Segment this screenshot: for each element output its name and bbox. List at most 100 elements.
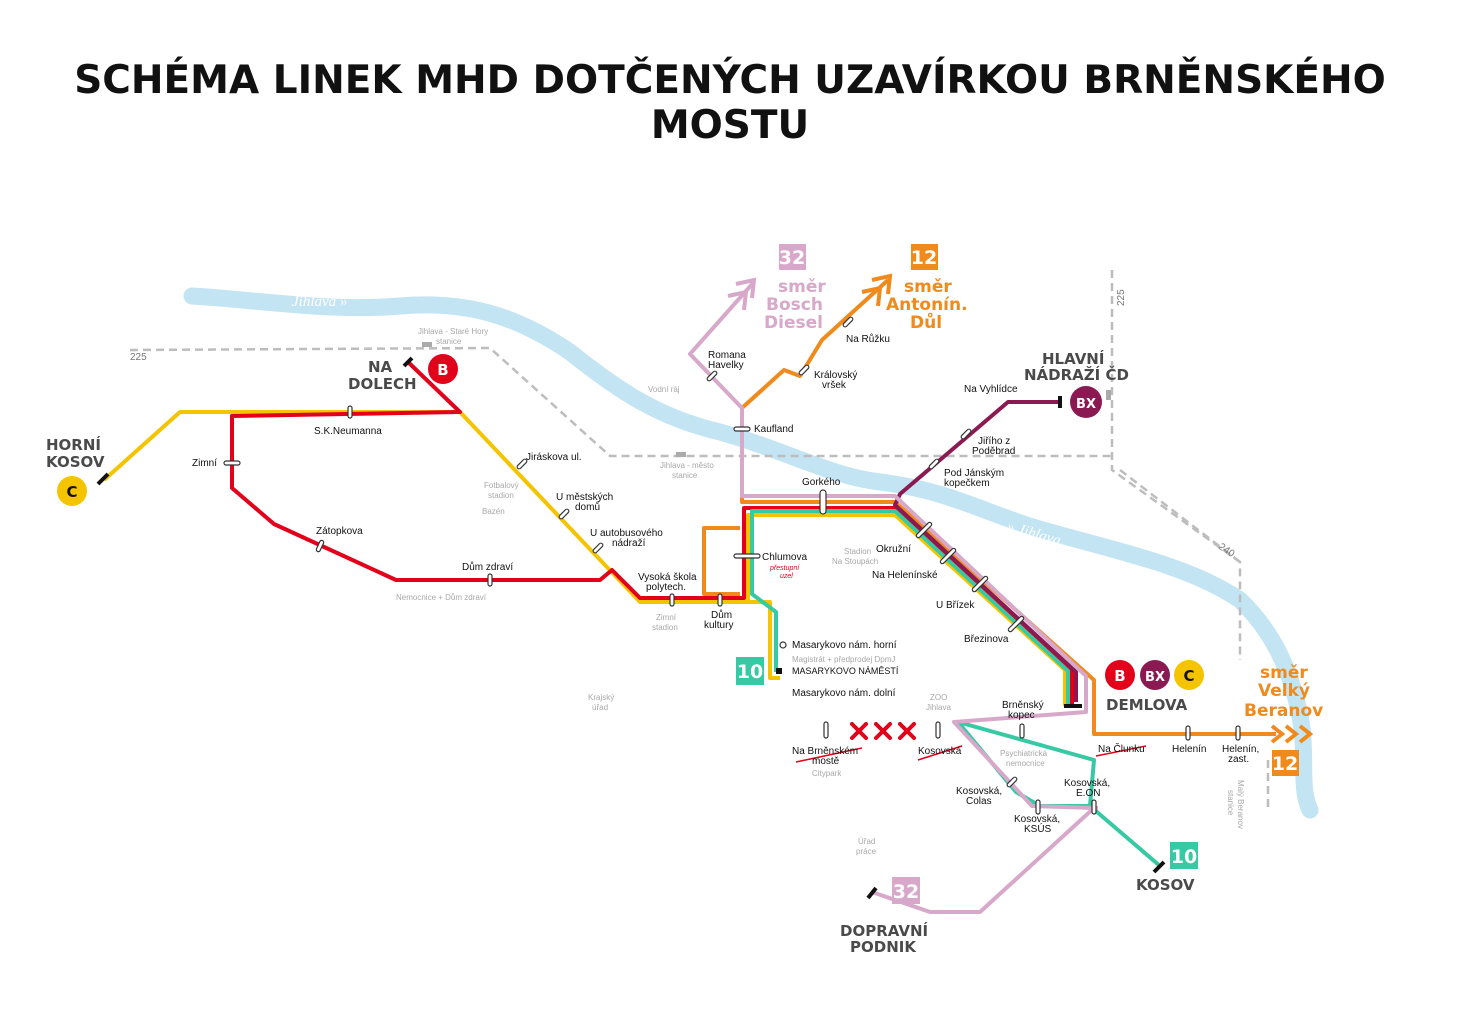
stop-jiriho-1: Jiřího z bbox=[978, 436, 1010, 447]
stop-na-ruzku: Na Růžku bbox=[846, 333, 890, 345]
stop-jiraskova: Jiráskova ul. bbox=[526, 452, 582, 463]
terminal-na-dolech-2: DOLECH bbox=[348, 375, 417, 393]
arrow-12-east-icon bbox=[1270, 724, 1314, 744]
masaryk-terminal bbox=[776, 668, 782, 674]
station-building-icon bbox=[1106, 390, 1111, 400]
stop-romana-1: Romana bbox=[708, 350, 746, 361]
stop-brnensky-1: Brněnský bbox=[1002, 700, 1044, 711]
river-label-1: Jihlava » bbox=[292, 294, 347, 310]
line-10-south bbox=[957, 720, 1162, 868]
terminal-horni-kosov-1: HORNÍ bbox=[46, 435, 101, 454]
terminal-dp-1: DOPRAVNÍ bbox=[840, 921, 929, 940]
landmark-maly-2: stanice bbox=[1226, 790, 1235, 816]
dir-32-1: směr bbox=[778, 277, 826, 297]
stop-kosovska-ksus-2: KSÚS bbox=[1024, 822, 1052, 835]
dir-12b-2: Velký bbox=[1258, 681, 1310, 701]
svg-text:32: 32 bbox=[779, 247, 805, 269]
line-32-route bbox=[688, 280, 1096, 914]
stop-kosovska-eon-2: E.ON bbox=[1076, 788, 1100, 799]
landmark-psych-2: nemocnice bbox=[1006, 759, 1045, 768]
dir-12a-3: Důl bbox=[910, 311, 942, 333]
stop-okruzni: Okružní bbox=[876, 544, 911, 555]
svg-text:12: 12 bbox=[911, 247, 937, 269]
landmark-krajsky-1: Krajský bbox=[588, 693, 614, 702]
stop-zatopkova: Zátopkova bbox=[316, 526, 363, 537]
stop-masaryk-horni: Masarykovo nám. horní bbox=[792, 640, 897, 651]
landmark-fotbal-2: stadion bbox=[488, 491, 514, 500]
landmark-psych-1: Psychiatrická bbox=[1000, 749, 1048, 758]
stop-vysoka-2: polytech. bbox=[646, 582, 686, 593]
landmark-bazen: Bazén bbox=[482, 507, 505, 516]
dir-12a-2: Antonín. bbox=[886, 295, 968, 315]
badge-32-dp: 32 bbox=[892, 877, 920, 904]
stop-u-autobus-1: U autobusového bbox=[590, 528, 663, 539]
badge-12-east: 12 bbox=[1272, 750, 1299, 776]
svg-text:32: 32 bbox=[893, 881, 919, 903]
road-225-east: 225 bbox=[1116, 289, 1127, 306]
stop-na-heleninske: Na Helenínské bbox=[872, 570, 938, 581]
svg-text:BX: BX bbox=[1145, 670, 1165, 685]
badge-10-masaryk: 10 bbox=[736, 657, 764, 685]
terminal-demlova: DEMLOVA bbox=[1106, 696, 1188, 714]
dir-12a-1: směr bbox=[904, 277, 952, 297]
landmark-zimni-1: Zimní bbox=[656, 613, 677, 622]
landmark-stadion-2: Na Stoupách bbox=[832, 557, 878, 566]
svg-text:C: C bbox=[66, 483, 77, 501]
stop-markers bbox=[223, 316, 1241, 815]
stop-kosovska-eon-1: Kosovská, bbox=[1064, 778, 1110, 789]
jihlava-river bbox=[183, 287, 1319, 819]
arrow-12-north-icon bbox=[861, 273, 893, 307]
landmark-urad-1: Úřad bbox=[858, 837, 875, 846]
line-12-loop bbox=[702, 526, 740, 596]
transfer-1: přestupní bbox=[769, 565, 800, 572]
stop-dum-kultury-2: kultury bbox=[704, 620, 733, 631]
stop-masaryk-dolni: Masarykovo nám. dolní bbox=[792, 688, 896, 699]
stop-u-mestskych-2: domů bbox=[575, 501, 600, 513]
stop-helenin-zast-2: zast. bbox=[1228, 754, 1249, 765]
stop-kosovska-colas-2: Colas bbox=[966, 796, 992, 807]
stop-pod-janskym-1: Pod Jánským bbox=[944, 468, 1004, 479]
landmark-vodni-raj: Vodní ráj bbox=[648, 385, 680, 394]
badge-bx-nadrazi: BX bbox=[1070, 386, 1102, 418]
station-building-icon bbox=[676, 452, 686, 457]
dir-32-3: Diesel bbox=[764, 313, 823, 333]
stop-helenin-zast-1: Helenín, bbox=[1222, 744, 1259, 755]
badge-b-demlova: B bbox=[1105, 660, 1135, 690]
badge-12-north: 12 bbox=[911, 244, 938, 270]
dir-12b-3: Beranov bbox=[1244, 701, 1323, 721]
badge-b-na-dolech: B bbox=[428, 354, 458, 384]
dir-32-2: Bosch bbox=[766, 295, 823, 315]
svg-text:10: 10 bbox=[1171, 846, 1197, 868]
stop-kosovska-colas-1: Kosovská, bbox=[956, 786, 1002, 797]
stop-u-brizek: U Břízek bbox=[936, 600, 975, 611]
stop-romana-2: Havelky bbox=[708, 360, 744, 371]
dir-12b-1: směr bbox=[1260, 663, 1308, 683]
line-b-route bbox=[230, 360, 1074, 704]
stop-na-vyhlidce: Na Vyhlídce bbox=[964, 384, 1018, 395]
line-c-route bbox=[102, 410, 780, 680]
stop-brnensky-2: kopec bbox=[1008, 710, 1035, 721]
landmark-fotbal-1: Fotbalový bbox=[484, 481, 519, 490]
stop-kaufland: Kaufland bbox=[754, 424, 793, 435]
stop-dum-zdravi: Dům zdraví bbox=[462, 561, 513, 573]
landmark-citypark: Citypark bbox=[812, 769, 842, 778]
stop-kosovska: Kosovská bbox=[918, 746, 962, 757]
station-building-icon bbox=[422, 342, 432, 347]
stop-kralovsky-2: vršek bbox=[822, 380, 847, 391]
stop-jiriho-2: Poděbrad bbox=[972, 446, 1015, 457]
stop-sk-neumanna: S.K.Neumanna bbox=[314, 426, 382, 437]
arrow-32-icon bbox=[727, 277, 757, 311]
stop-gorkeho: Gorkého bbox=[802, 477, 841, 488]
badge-c-horni-kosov: C bbox=[57, 476, 87, 506]
terminal-na-dolech-1: NA bbox=[368, 358, 393, 376]
landmark-stare-hory-2: stanice bbox=[436, 337, 462, 346]
transfer-2: uzel bbox=[780, 573, 793, 580]
badge-10-kosov: 10 bbox=[1170, 842, 1198, 869]
line-10-route bbox=[750, 509, 1070, 706]
line-c-trunk bbox=[746, 513, 1067, 706]
stop-masaryk-nam: MASARYKOVO NÁMĚSTÍ bbox=[792, 666, 899, 676]
landmark-krajsky-2: úřad bbox=[592, 703, 608, 712]
terminal-hlavni-1: HLAVNÍ bbox=[1042, 349, 1105, 368]
landmark-zoo-2: Jihlava bbox=[926, 703, 951, 712]
